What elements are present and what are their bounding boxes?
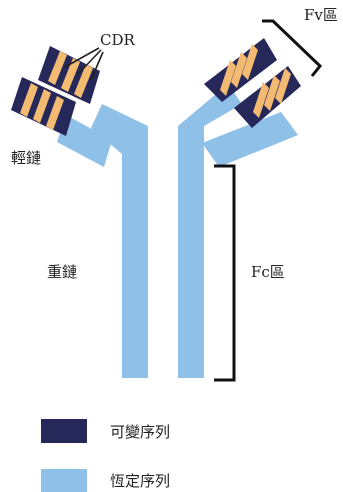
fc-bracket: [214, 164, 236, 382]
cdr-pointer-line: [64, 47, 100, 68]
heavy-chain-label: 重鏈: [47, 263, 77, 281]
region-brackets: [214, 19, 323, 382]
cdr-stripe: [20, 83, 38, 117]
legend: 可變序列 恆定序列: [41, 419, 170, 492]
fv-bracket: [262, 19, 323, 77]
cdr-stripe: [33, 89, 51, 123]
cdr-stripe: [275, 68, 291, 104]
heavy-chain-right: [178, 84, 242, 378]
cdr-label: CDR: [100, 31, 136, 49]
cdr-stripes: [20, 44, 291, 130]
fc-region-label: Fc區: [251, 263, 285, 281]
cdr-pointer-line: [90, 51, 104, 81]
cdr-stripe: [74, 64, 93, 98]
legend-swatch-constant: [41, 469, 87, 492]
fv-region-label: Fv區: [304, 6, 338, 24]
cdr-stripe: [242, 44, 258, 80]
light-chains: [57, 112, 298, 167]
cdr-stripe: [231, 52, 247, 88]
legend-label-constant: 恆定序列: [110, 472, 170, 490]
light-chain-right: [202, 112, 298, 167]
light-chain-left: [57, 115, 112, 167]
cdr-stripe: [220, 60, 236, 96]
heavy-chain-left: [91, 104, 148, 378]
cdr-stripe: [46, 96, 64, 130]
light-chain-label: 輕鏈: [11, 149, 41, 167]
cdr-pointers: [64, 47, 104, 81]
cdr-pointer-line: [77, 49, 102, 75]
heavy-chains: [91, 84, 242, 378]
cdr-stripe: [61, 58, 80, 92]
legend-swatch-variable: [41, 419, 87, 443]
cdr-stripe: [48, 51, 67, 85]
legend-label-variable: 可變序列: [110, 423, 170, 441]
cdr-stripe: [253, 82, 269, 118]
cdr-stripe: [264, 75, 280, 111]
